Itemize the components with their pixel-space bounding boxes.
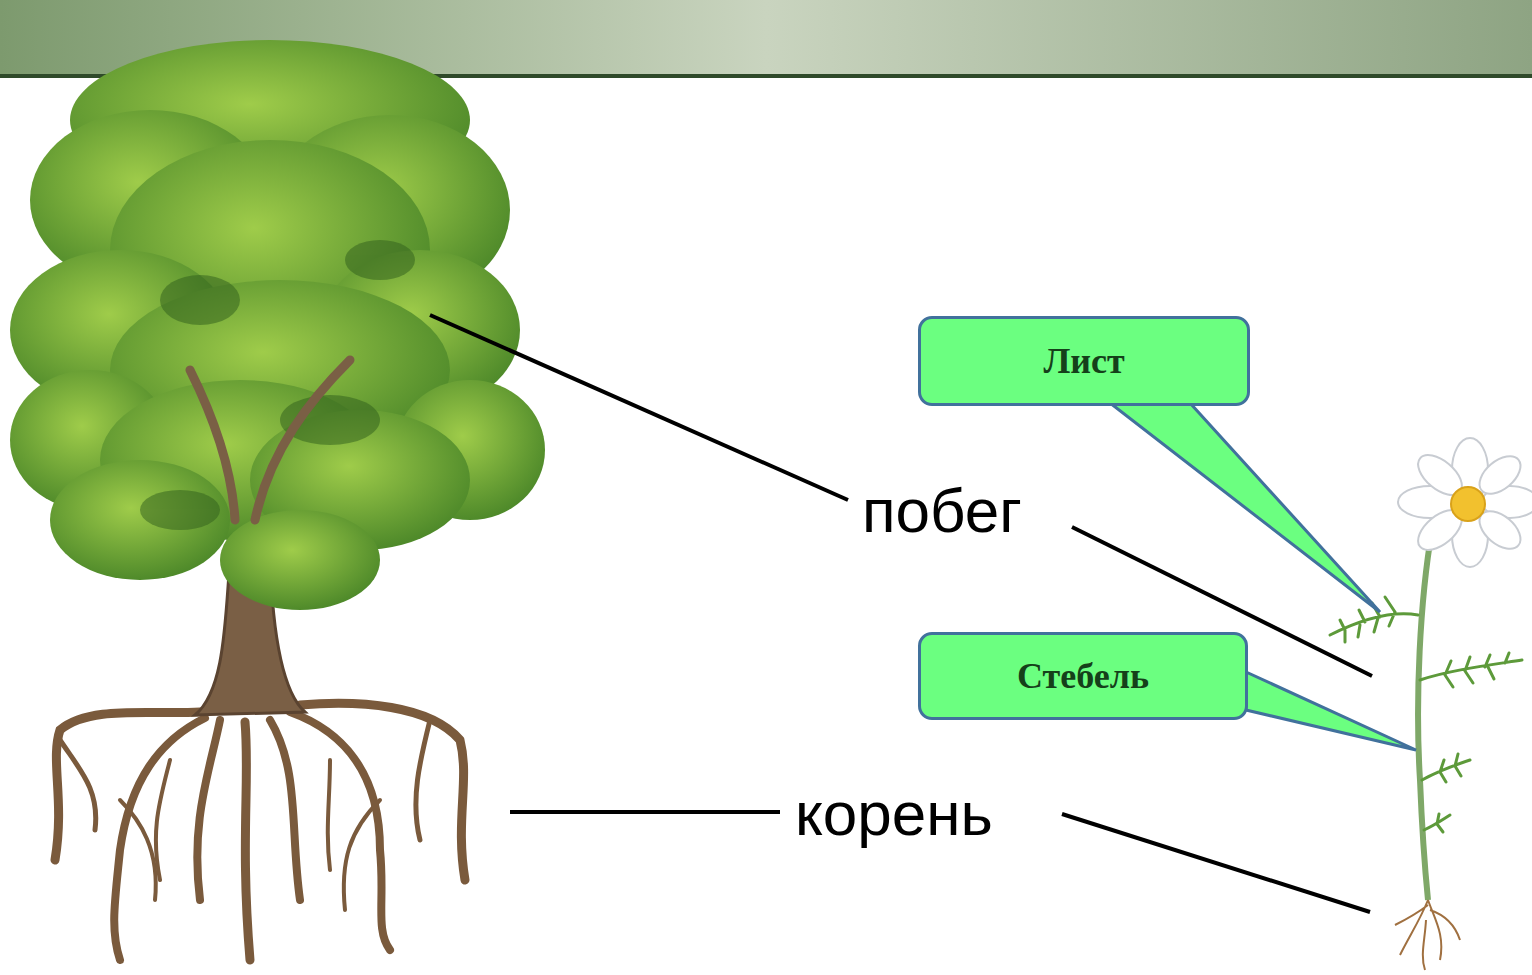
callout-text: Лист (1043, 340, 1124, 382)
part-name: побег (862, 480, 1022, 542)
leader-lines (430, 315, 1372, 912)
part-name: корень (795, 783, 993, 845)
tree-roots (55, 703, 465, 960)
callout-tail (1110, 403, 1380, 612)
callout-tail (1246, 672, 1416, 750)
tree-crown (10, 40, 545, 610)
callout-text: Стебель (1017, 655, 1149, 697)
callout-box: Лист (918, 316, 1250, 406)
chamomile-plant (1330, 438, 1532, 970)
callout-box: Стебель (918, 632, 1248, 720)
